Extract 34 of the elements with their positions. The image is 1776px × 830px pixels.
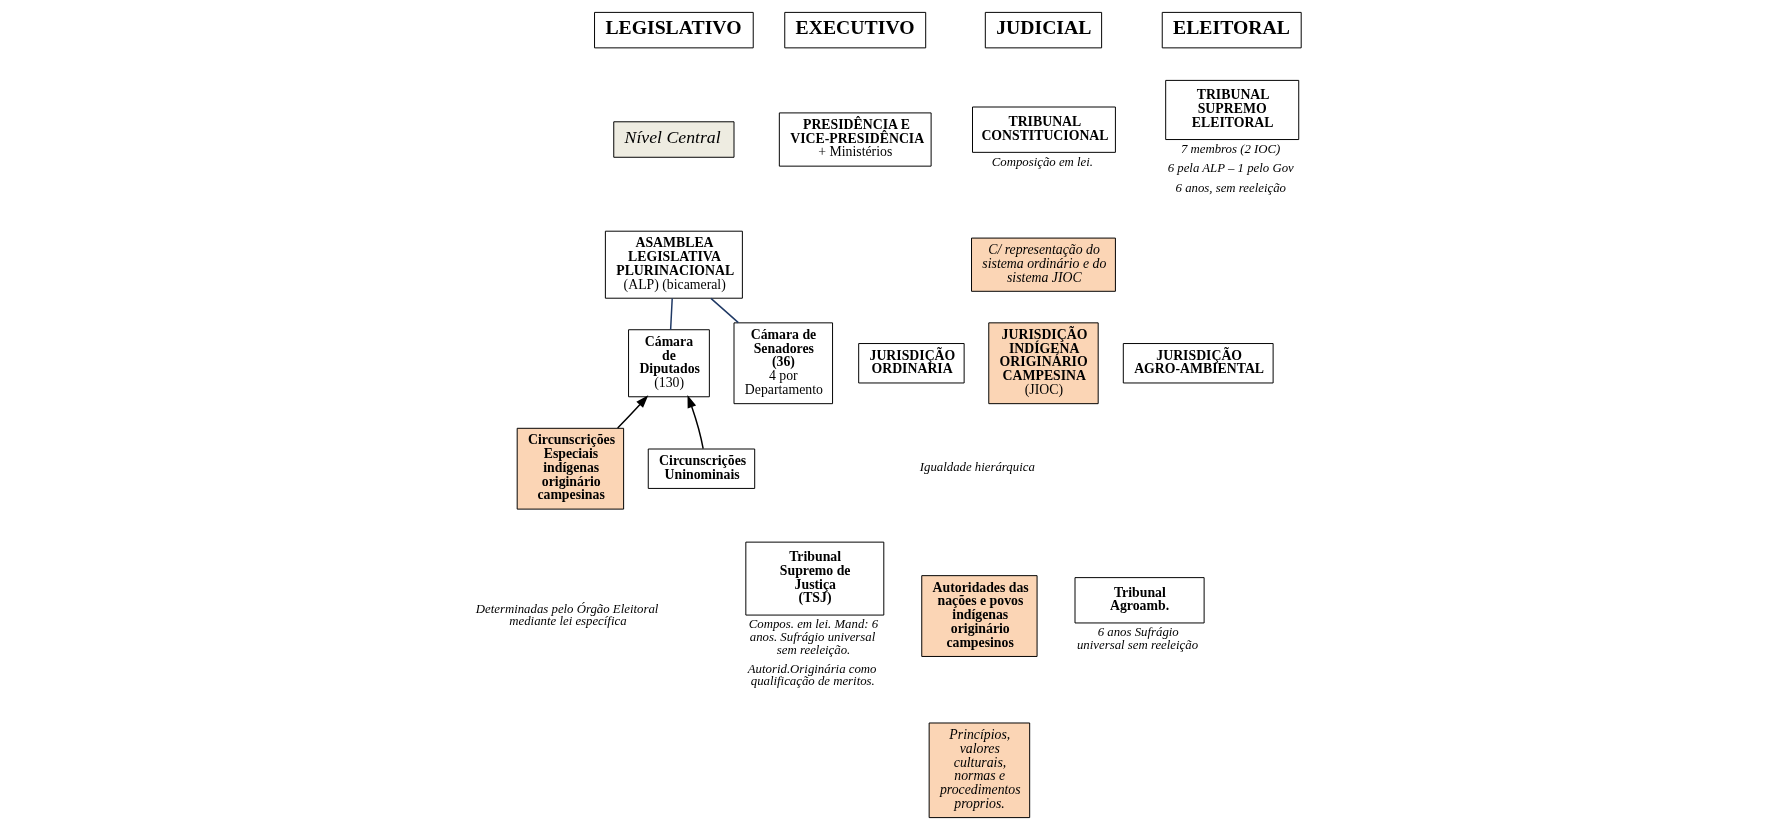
node-label: Composição em lei. bbox=[991, 154, 1094, 169]
node-box: Tribunal Supremo de Justiça (TSJ) bbox=[745, 541, 885, 616]
node-box: TRIBUNAL CONSTITUCIONAL bbox=[972, 106, 1116, 153]
node-box: PRESIDÊNCIA E VICE-PRESIDÊNCIA + Ministérios bbox=[778, 112, 932, 167]
node-box: JURISDIÇÃO ORDINARIA bbox=[858, 343, 965, 384]
node-box: JURISDIÇÃO AGRO-AMBIENTAL bbox=[1122, 343, 1274, 384]
node-label: Compos. em lei. Mand: 6 anos. Sufrágio universal sem reeleição. bbox=[748, 617, 879, 657]
node-box: JURISDIÇÃO INDÍGENA ORIGINÁRIO CAMPESINA (JIOC) bbox=[988, 322, 1099, 405]
node-label: Autorid.Originária como qualificação de meritos. bbox=[747, 661, 877, 689]
label: Determinadas pelo Órgão Eleitoral mediante lei específica bbox=[475, 601, 659, 629]
node-box: Nível Central bbox=[613, 121, 735, 158]
node-box: C/ representação do sistema ordinário e do sistema JIOC bbox=[971, 237, 1116, 292]
node-label: 6 anos Sufrágio universal sem reeleição bbox=[1076, 625, 1199, 652]
label: Igualdade hierárquica bbox=[919, 460, 1035, 475]
node-box: Princípios, valores culturais, normas e procedimentos proprios. bbox=[928, 722, 1031, 819]
node-label: 6 anos, sem reeleição bbox=[1175, 181, 1286, 196]
node-box: Tribunal Agroamb. bbox=[1074, 577, 1205, 624]
node-box: ASAMBLEA LEGISLATIVA PLURINACIONAL (ALP) (bicameral) bbox=[604, 230, 743, 299]
node-box: EXECUTIVO bbox=[784, 11, 927, 49]
arrow bbox=[687, 394, 704, 450]
node-box: Circunscrições Uninominais bbox=[647, 448, 756, 489]
node-box: LEGISLATIVO bbox=[594, 11, 754, 49]
node-box: JUDICIAL bbox=[984, 11, 1103, 49]
node-box: ELEITORAL bbox=[1161, 11, 1302, 49]
node-box: Autoridades das nações e povos indígenas originário campesinos bbox=[921, 575, 1038, 657]
arrow bbox=[616, 395, 649, 429]
node-label: 6 pela ALP – 1 pelo Gov bbox=[1167, 161, 1294, 176]
connector bbox=[669, 297, 673, 331]
node-box: Cámara de Diputados (130) bbox=[628, 329, 710, 398]
node-label: 7 membros (2 IOC) bbox=[1180, 141, 1281, 156]
node-box: TRIBUNAL SUPREMO ELEITORAL bbox=[1165, 79, 1300, 141]
node-box: Circunscrições Especiais indígenas originário campesinas bbox=[516, 427, 625, 510]
node-box: Cámara de Senadores (36) 4 por Departamento bbox=[733, 322, 834, 405]
connector bbox=[710, 297, 740, 324]
